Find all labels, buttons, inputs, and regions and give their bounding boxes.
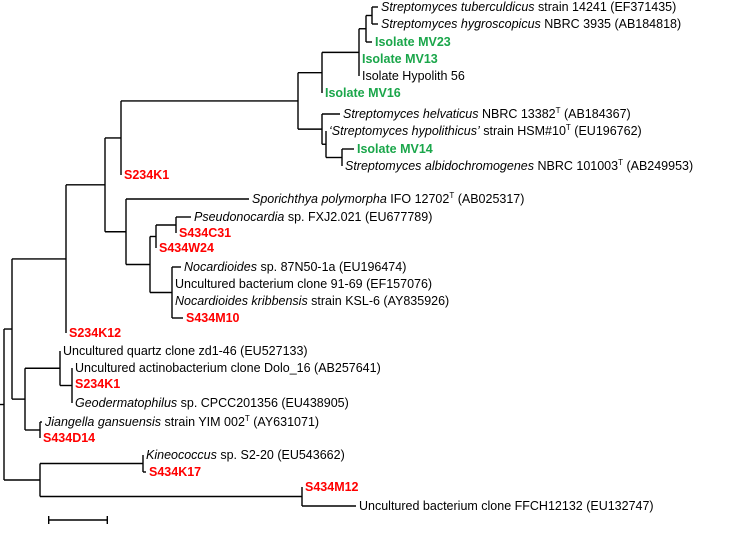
scale-bar [48, 516, 108, 524]
leaf-label-l10: Streptomyces albidochromogenes NBRC 1010… [345, 157, 694, 173]
leaf-label-l8: ‘Streptomyces hypolithicus’ strain HSM#1… [329, 122, 642, 138]
leaf-label-l11: S234K1 [124, 168, 170, 182]
leaf-label-l15: S434W24 [159, 241, 214, 255]
leaf-label-l24: Geodermatophilus sp. CPCC201356 (EU43890… [75, 396, 349, 410]
leaf-label-l1: Streptomyces tuberculdicus strain 14241 … [381, 0, 677, 14]
leaf-label-l12: Sporichthya polymorpha IFO 12702T (AB025… [252, 190, 525, 206]
leaf-label-l21: Uncultured quartz clone zd1-46 (EU527133… [63, 344, 308, 358]
leaf-label-l2: Streptomyces hygroscopicus NBRC 3935 (AB… [381, 17, 682, 31]
leaf-label-l28: S434K17 [149, 465, 202, 479]
leaf-label-l30: Uncultured bacterium clone FFCH12132 (EU… [359, 499, 654, 513]
leaf-label-l20: S234K12 [69, 326, 122, 340]
leaf-label-l18: Nocardioides kribbensis strain KSL-6 (AY… [175, 294, 450, 308]
leaf-label-l19: S434M10 [186, 311, 240, 325]
leaf-label-l25: Jiangella gansuensis strain YIM 002T (AY… [45, 413, 320, 429]
leaf-label-l27: Kineococcus sp. S2-20 (EU543662) [146, 448, 345, 462]
leaf-label-l6: Isolate MV16 [325, 86, 401, 100]
leaf-label-l22: Uncultured actinobacterium clone Dolo_16… [75, 361, 381, 375]
leaf-label-l3: Isolate MV23 [375, 35, 451, 49]
leaf-label-l23: S234K1 [75, 377, 121, 391]
leaf-label-l5: Isolate Hypolith 56 [362, 69, 465, 83]
leaf-label-l13: Pseudonocardia sp. FXJ2.021 (EU677789) [194, 210, 433, 224]
leaf-label-l29: S434M12 [305, 480, 359, 494]
leaf-label-l16: Nocardioides sp. 87N50-1a (EU196474) [184, 260, 407, 274]
leaf-label-l4: Isolate MV13 [362, 52, 438, 66]
leaf-label-l14: S434C31 [179, 226, 232, 240]
leaf-label-l17: Uncultured bacterium clone 91-69 (EF1570… [175, 277, 433, 291]
leaf-label-l7: Streptomyces helvaticus NBRC 13382T (AB1… [343, 105, 631, 121]
leaf-label-l9: Isolate MV14 [357, 142, 433, 156]
leaf-label-l26: S434D14 [43, 431, 96, 445]
